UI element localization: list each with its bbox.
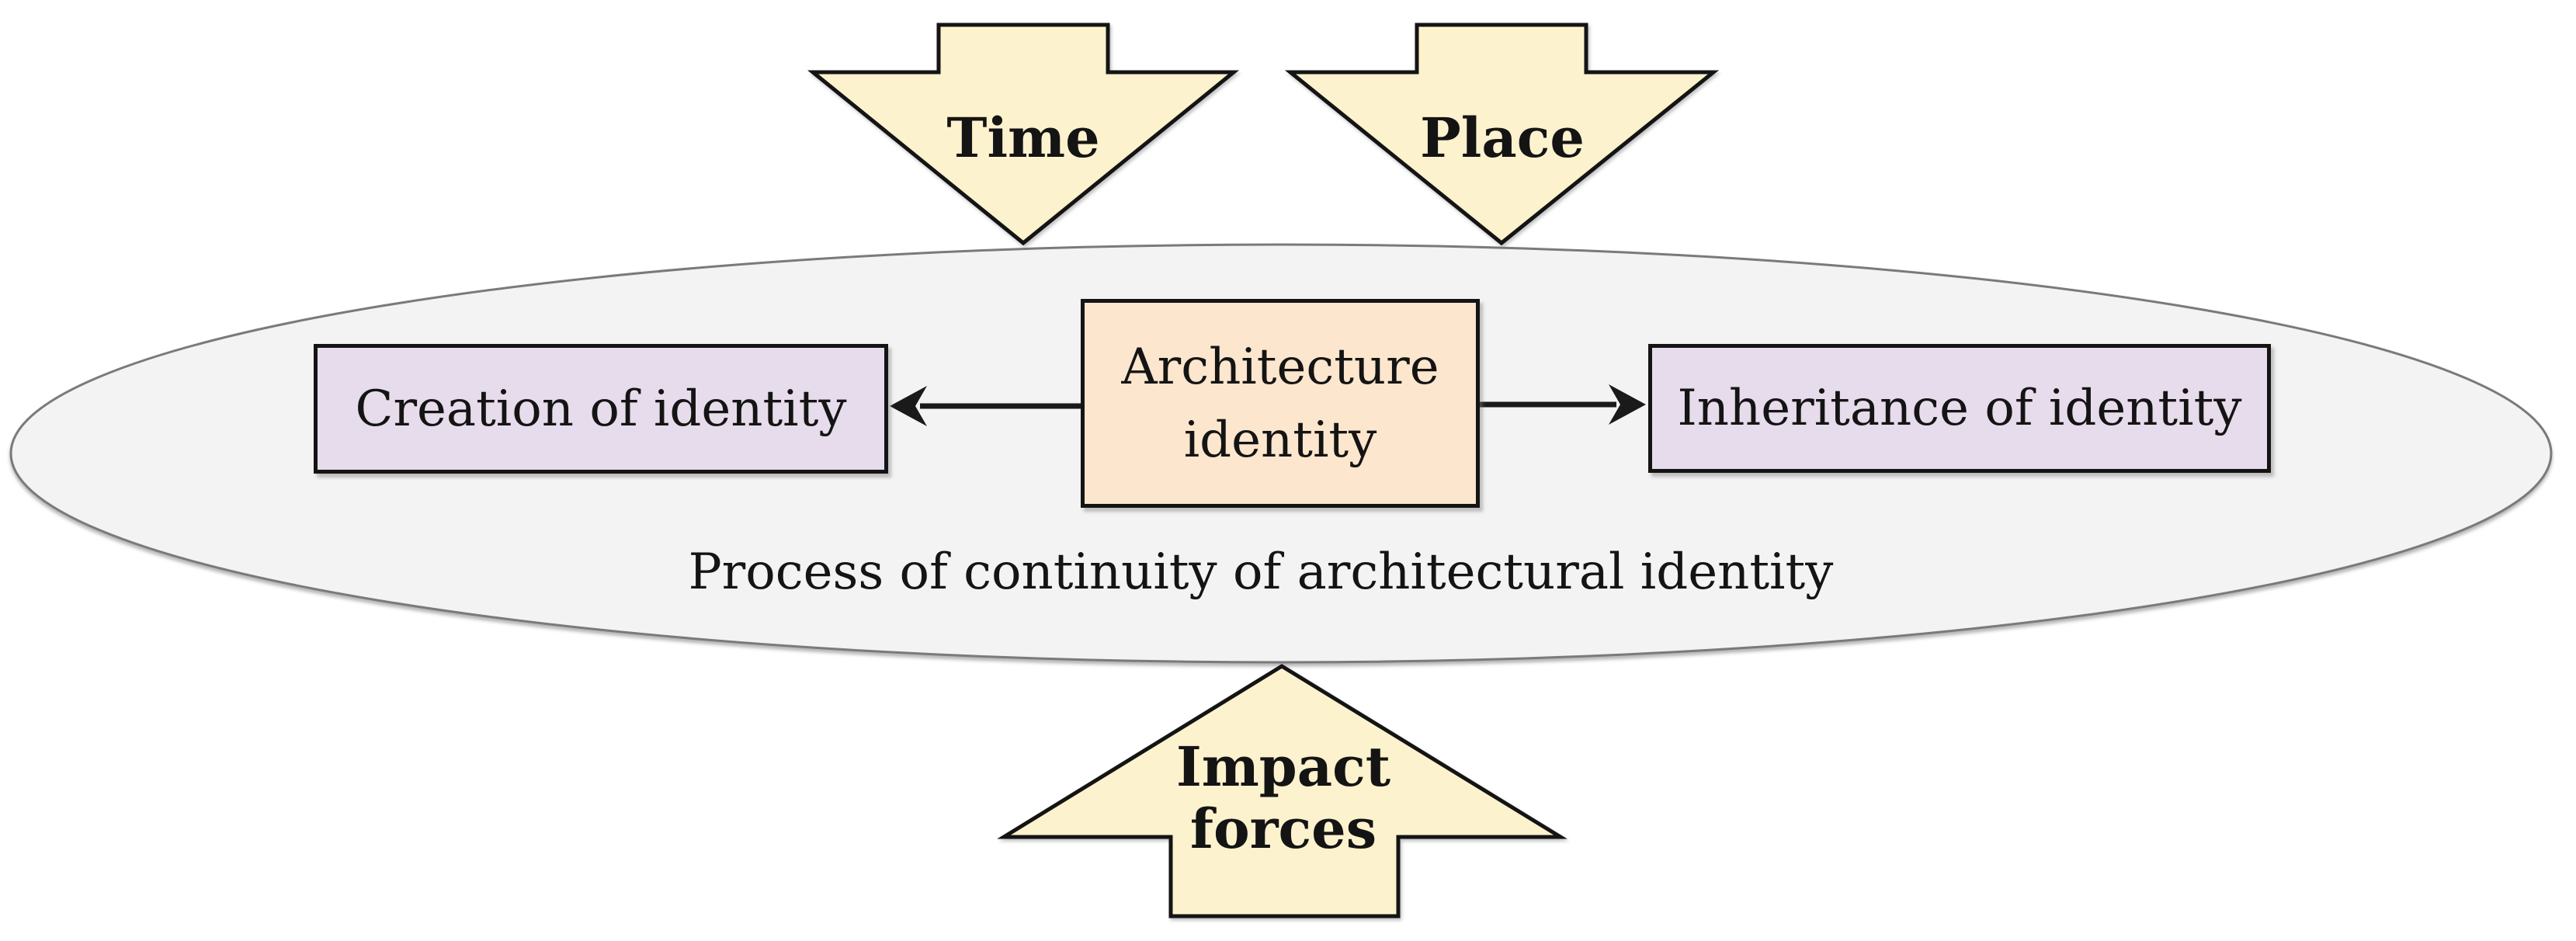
creation-of-identity-box: Creation of identity	[314, 344, 888, 474]
inheritance-of-identity-label: Inheritance of identity	[1677, 380, 2242, 437]
creation-of-identity-label: Creation of identity	[355, 380, 847, 438]
architecture-identity-box: Architecture identity	[1081, 299, 1480, 508]
right-connector-arrowhead-icon	[1609, 384, 1646, 425]
time-down-arrow-icon	[807, 23, 1240, 246]
impact-forces-up-arrow-icon	[997, 664, 1567, 918]
place-down-arrow-icon	[1284, 23, 1720, 246]
architecture-identity-label-line2: identity	[1183, 411, 1377, 469]
inheritance-of-identity-box: Inheritance of identity	[1648, 344, 2271, 473]
process-ellipse-caption: Process of continuity of architectural i…	[688, 543, 1834, 601]
architecture-identity-label-line1: Architecture	[1121, 338, 1439, 396]
time-arrow-label: Time	[946, 106, 1100, 170]
impact-forces-arrow-label: Impact forces	[1176, 736, 1390, 860]
left-connector-arrowhead-icon	[890, 386, 927, 426]
place-arrow-label: Place	[1420, 106, 1585, 170]
impact-forces-label-line2: forces	[1189, 797, 1377, 861]
impact-forces-label-line1: Impact	[1175, 734, 1391, 799]
